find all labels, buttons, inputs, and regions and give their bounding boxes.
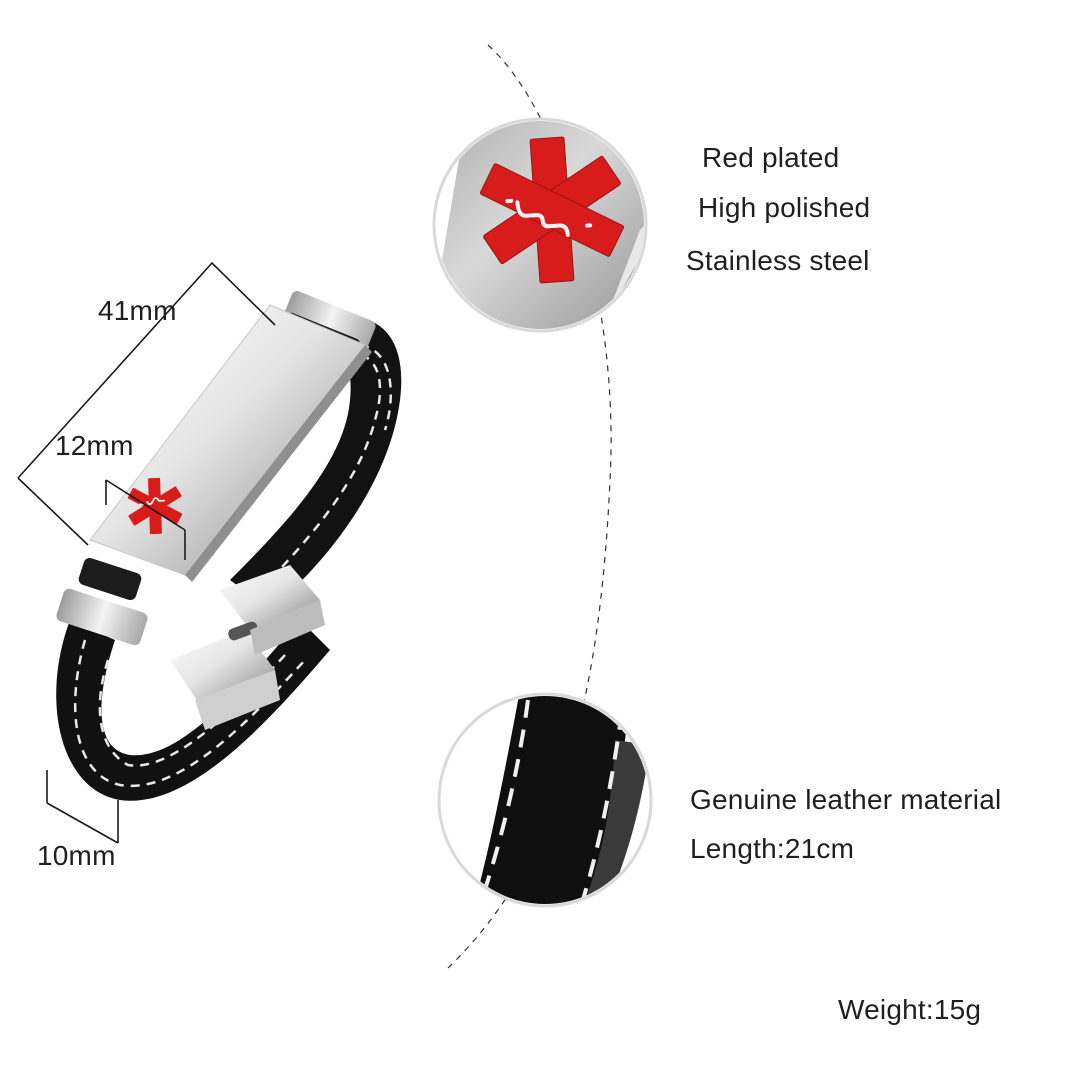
feature-length: Length:21cm xyxy=(690,833,855,864)
spec-weight: Weight:15g xyxy=(838,994,982,1025)
feature-genuine-leather: Genuine leather material xyxy=(690,784,1002,815)
feature-high-polished: High polished xyxy=(698,192,871,223)
dimension-lines xyxy=(17,261,276,844)
zoom-circle-leather xyxy=(437,692,653,908)
zoom-circle-plate xyxy=(432,117,648,333)
dimension-band-width: 10mm xyxy=(37,840,116,871)
dimension-plate-width: 12mm xyxy=(55,430,134,461)
feature-stainless-steel: Stainless steel xyxy=(686,245,870,276)
dimension-plate-length: 41mm xyxy=(98,295,177,326)
bracelet xyxy=(56,291,402,801)
clasp xyxy=(170,565,325,730)
feature-red-plated: Red plated xyxy=(702,142,840,173)
star-of-life-icon xyxy=(127,477,183,535)
